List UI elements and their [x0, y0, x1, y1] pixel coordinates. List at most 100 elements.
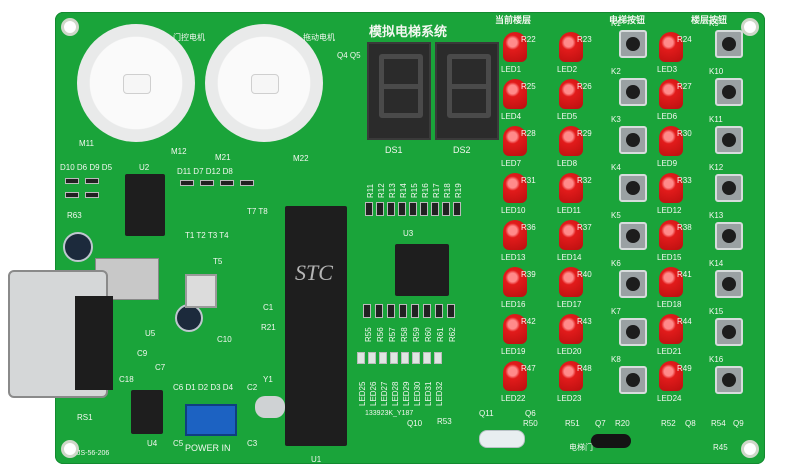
key-label: K9 [709, 19, 719, 28]
label-c10: C10 [217, 335, 232, 344]
indicator-led [559, 361, 583, 391]
key-label: K1 [611, 19, 621, 28]
resistor-label: R12 [377, 183, 386, 198]
label-c1: C1 [263, 303, 274, 312]
label-r21: R21 [261, 323, 276, 332]
indicator-led [559, 314, 583, 344]
tactile-key-button[interactable] [619, 270, 647, 298]
led-label: LED11 [557, 206, 581, 215]
label-t5: T5 [213, 257, 223, 266]
tactile-key-button[interactable] [715, 366, 743, 394]
power-terminal-block[interactable] [185, 404, 237, 436]
resistor-label: R44 [677, 317, 692, 326]
indicator-led [559, 79, 583, 109]
resistor [200, 180, 214, 186]
power-switch [185, 274, 217, 308]
led-label: LED5 [557, 112, 578, 121]
led-label: LED31 [424, 381, 433, 406]
label-q10: Q10 [407, 419, 423, 428]
label-q11: Q11 [479, 409, 494, 418]
label-transistors: T1 T2 T3 T4 [185, 231, 229, 240]
power-in-label: POWER IN [185, 443, 231, 453]
mcu-stc [285, 206, 347, 446]
led-label: LED14 [557, 253, 582, 262]
indicator-led [559, 126, 583, 156]
tactile-key-button[interactable] [715, 318, 743, 346]
resistor-label: R43 [577, 317, 592, 326]
label-u3: U3 [403, 229, 414, 238]
pcb-board: 门控电机 拖动电机 M11 M12 M21 M22 模拟电梯系统 当前楼层 电梯… [8, 12, 765, 464]
tactile-key-button[interactable] [619, 318, 647, 346]
indicator-led [659, 314, 683, 344]
button-cap [722, 133, 736, 147]
tactile-key-button[interactable] [619, 174, 647, 202]
mounting-hole [741, 440, 759, 458]
label-r51: R51 [565, 419, 580, 428]
led-label: LED3 [657, 65, 678, 74]
resistor [442, 202, 450, 216]
tactile-key-button[interactable] [715, 270, 743, 298]
label-c9: C9 [137, 349, 148, 358]
led-label: LED12 [657, 206, 682, 215]
resistor-label: R41 [677, 270, 692, 279]
resistor-label: R25 [521, 82, 536, 91]
label-c18: C18 [119, 375, 134, 384]
indicator-led [559, 220, 583, 250]
tactile-key-button[interactable] [715, 222, 743, 250]
led-label: LED24 [657, 394, 682, 403]
led-label: LED4 [501, 112, 522, 121]
current-floor-label: 当前楼层 [495, 15, 532, 25]
resistor [365, 202, 373, 216]
resistor-label: R57 [388, 327, 397, 342]
resistor [409, 202, 417, 216]
tactile-key-button[interactable] [715, 30, 743, 58]
resistor-label: R55 [364, 327, 373, 342]
indicator-led [659, 32, 683, 62]
bottom-code: 133923K_Y187 [365, 410, 414, 417]
tactile-key-button[interactable] [715, 78, 743, 106]
led-label: LED17 [557, 300, 582, 309]
button-cap [626, 277, 640, 291]
tactile-key-button[interactable] [619, 222, 647, 250]
drag-motor-gear [205, 24, 323, 142]
mounting-hole [61, 440, 79, 458]
label-r50: R50 [523, 419, 538, 428]
button-cap [722, 373, 736, 387]
resistor-label: R29 [577, 129, 592, 138]
led-label: LED8 [557, 159, 578, 168]
resistor [399, 304, 407, 318]
key-label: K3 [611, 115, 621, 124]
indicator-led [659, 267, 683, 297]
resistor [423, 304, 431, 318]
tactile-key-button[interactable] [619, 126, 647, 154]
door-sensor-led [479, 430, 525, 448]
resistor-label: R62 [448, 327, 457, 342]
key-label: K15 [709, 307, 724, 316]
resistor-label: R17 [432, 183, 441, 198]
indicator-led [559, 32, 583, 62]
resistor [453, 202, 461, 216]
resistor-label: R38 [677, 223, 692, 232]
db9-housing [75, 296, 113, 390]
button-cap [722, 181, 736, 195]
button-cap [722, 37, 736, 51]
tactile-key-button[interactable] [715, 126, 743, 154]
resistor-label: R31 [521, 176, 536, 185]
tactile-key-button[interactable] [715, 174, 743, 202]
resistor-label: R48 [577, 364, 592, 373]
tactile-key-button[interactable] [619, 30, 647, 58]
led-label: LED15 [657, 253, 682, 262]
label-m21: M21 [215, 153, 231, 162]
resistor-label: R47 [521, 364, 536, 373]
label-y1: Y1 [263, 375, 273, 384]
smd-led [390, 352, 398, 364]
seven-segment-display-ds1 [367, 42, 431, 140]
resistor-label: R36 [521, 223, 536, 232]
label-model: JS-56-206 [77, 450, 110, 457]
indicator-led [503, 361, 527, 391]
tactile-key-button[interactable] [619, 366, 647, 394]
resistor [85, 192, 99, 198]
label-ds1: DS1 [385, 145, 403, 155]
resistor-label: R16 [421, 183, 430, 198]
tactile-key-button[interactable] [619, 78, 647, 106]
